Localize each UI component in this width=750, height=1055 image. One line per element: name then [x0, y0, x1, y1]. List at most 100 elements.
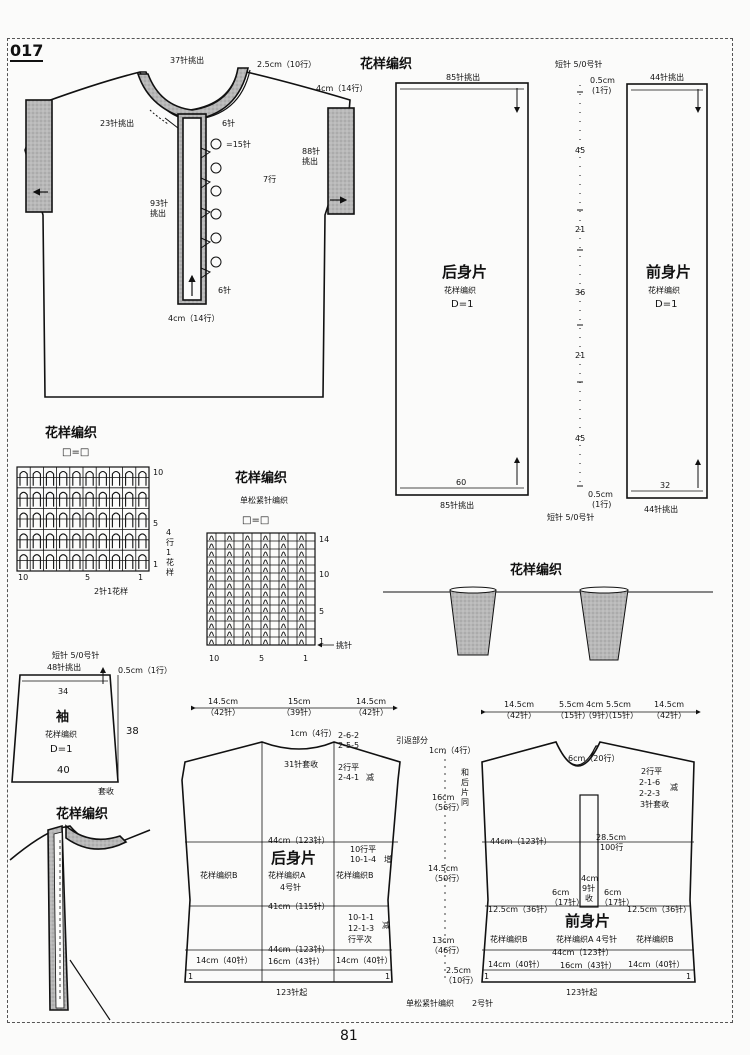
front-h1: 16cm [432, 793, 455, 802]
back-hem-l: 14cm（40针） [196, 956, 253, 965]
front-chest: 44cm（123针） [490, 837, 552, 846]
twist-stitch [227, 551, 232, 557]
back-w2: 15cm [288, 697, 311, 706]
front-w5: 14.5cm [654, 700, 685, 709]
twist-stitch [209, 615, 214, 621]
front-w4s: （15针） [604, 711, 639, 720]
mid-needle-bottom: 短针 5/0号针 [547, 513, 595, 522]
twist-stitch [209, 559, 214, 565]
twist-stitch [227, 535, 232, 541]
twist-stitch [227, 607, 232, 613]
grid1-c10: 10 [18, 573, 29, 582]
grid2-legend: □=□ [242, 515, 270, 526]
front-same: 和后片同 [461, 768, 469, 807]
grid1-legend: □=□ [62, 447, 90, 458]
grid2-c10: 10 [209, 654, 220, 663]
twist-stitch [263, 583, 268, 589]
front-neck-pickup-label: 23针挑出 [100, 119, 135, 128]
grid2-r14: 14 [319, 535, 330, 544]
arch-stitch [45, 512, 55, 528]
twist-stitch [263, 591, 268, 597]
front-w3: 4cm [586, 700, 604, 709]
back-w2s: （39针） [282, 708, 317, 717]
twist-stitch [281, 631, 286, 637]
front-h3: 13cm [432, 936, 455, 945]
arch-stitch [32, 554, 41, 569]
back-cast-on: 123针起 [276, 988, 308, 997]
twist-stitch [299, 543, 304, 549]
twist-stitch [209, 535, 214, 541]
back-strip-bottom: 85针挑出 [440, 501, 475, 510]
front-hip: 44cm（123针） [552, 948, 614, 957]
front-w2s: （15针） [556, 711, 591, 720]
twist-stitch [299, 567, 304, 573]
back-strip [395, 82, 529, 496]
grid1-r1: 1 [153, 560, 159, 569]
sleeve-piece [11, 667, 119, 783]
back-shaping-e: 2行平 [338, 763, 360, 772]
twist-stitch [281, 591, 286, 597]
sleeve-top-rows: 0.5cm（1行） [118, 666, 173, 675]
back-shaping-b: 2-5-5 [338, 741, 360, 750]
front-w5s: （42针） [652, 711, 687, 720]
front-side-br: 花样编织B [636, 935, 674, 944]
back-inc-lbl: 增 [384, 855, 392, 864]
mid-top-rows: 0.5cm [590, 76, 615, 85]
front-r6: 6cm [604, 888, 622, 897]
front-strip-d: D=1 [655, 299, 678, 310]
arch-stitch [111, 533, 121, 549]
twist-stitch [245, 535, 250, 541]
twist-stitch [245, 599, 250, 605]
twist-stitch [227, 583, 232, 589]
twist-stitch [263, 607, 268, 613]
sleeve-name: 袖 [56, 710, 70, 725]
mid-bottom-rows2: (1行) [592, 500, 612, 509]
arch-stitch [98, 512, 107, 528]
twist-stitch [263, 631, 268, 637]
front-r6s: （17针） [600, 898, 635, 907]
front-h4s: （10行） [444, 976, 479, 985]
arch-stitch [138, 512, 147, 528]
back-rib1: 1 [188, 972, 194, 981]
front-h4: 2.5cm [446, 966, 471, 975]
twist-stitch [245, 567, 250, 573]
arch-stitch [111, 491, 121, 507]
front-shape2: 2-1-6 [639, 778, 661, 787]
twist-stitch [299, 551, 304, 557]
twist-stitch [245, 575, 250, 581]
arch-stitch [85, 512, 94, 528]
arch-stitch [98, 491, 107, 507]
sleeve-needle: 短针 5/0号针 [52, 651, 100, 660]
twist-stitch [299, 559, 304, 565]
chart-grid-2 [206, 532, 334, 648]
twist-stitch [281, 599, 286, 605]
back-side-r: 花样编织B [336, 871, 374, 880]
neck-rows-label: 2.5cm（10行） [257, 60, 317, 69]
twist-stitch [227, 623, 232, 629]
sleeve-bottom: 40 [57, 765, 70, 776]
collar-title: 花样编织 [56, 807, 109, 822]
twist-stitch [227, 639, 232, 645]
front-hem-l: 14cm（40针） [488, 960, 545, 969]
twist-stitch [281, 639, 286, 645]
front-strip-sub: 花样编织 [648, 286, 680, 295]
back-sub1: 花样编织A [268, 871, 306, 880]
front-h2s: （50行） [430, 874, 465, 883]
bottom-note-a: 单松紧针编织 [406, 999, 454, 1008]
back-neck-dec: 31针套收 [284, 760, 319, 769]
grid2-r1: 1 [319, 637, 325, 646]
back-dec1: 减 [366, 773, 374, 782]
arch-stitch [32, 512, 41, 528]
front-w4: 5.5cm [606, 700, 631, 709]
back-hip: 44cm（123针） [268, 945, 330, 954]
arch-stitch [45, 491, 55, 507]
twist-stitch [245, 591, 250, 597]
twist-stitch [263, 615, 268, 621]
twist-stitch [263, 639, 268, 645]
twist-stitch [209, 599, 214, 605]
front-rib1: 1 [484, 972, 490, 981]
back-name: 后身片 [271, 849, 317, 867]
back-side-l: 花样编织B [200, 871, 238, 880]
grid2-subtitle: 单松紧针编织 [240, 496, 288, 505]
back-piece [181, 705, 401, 983]
